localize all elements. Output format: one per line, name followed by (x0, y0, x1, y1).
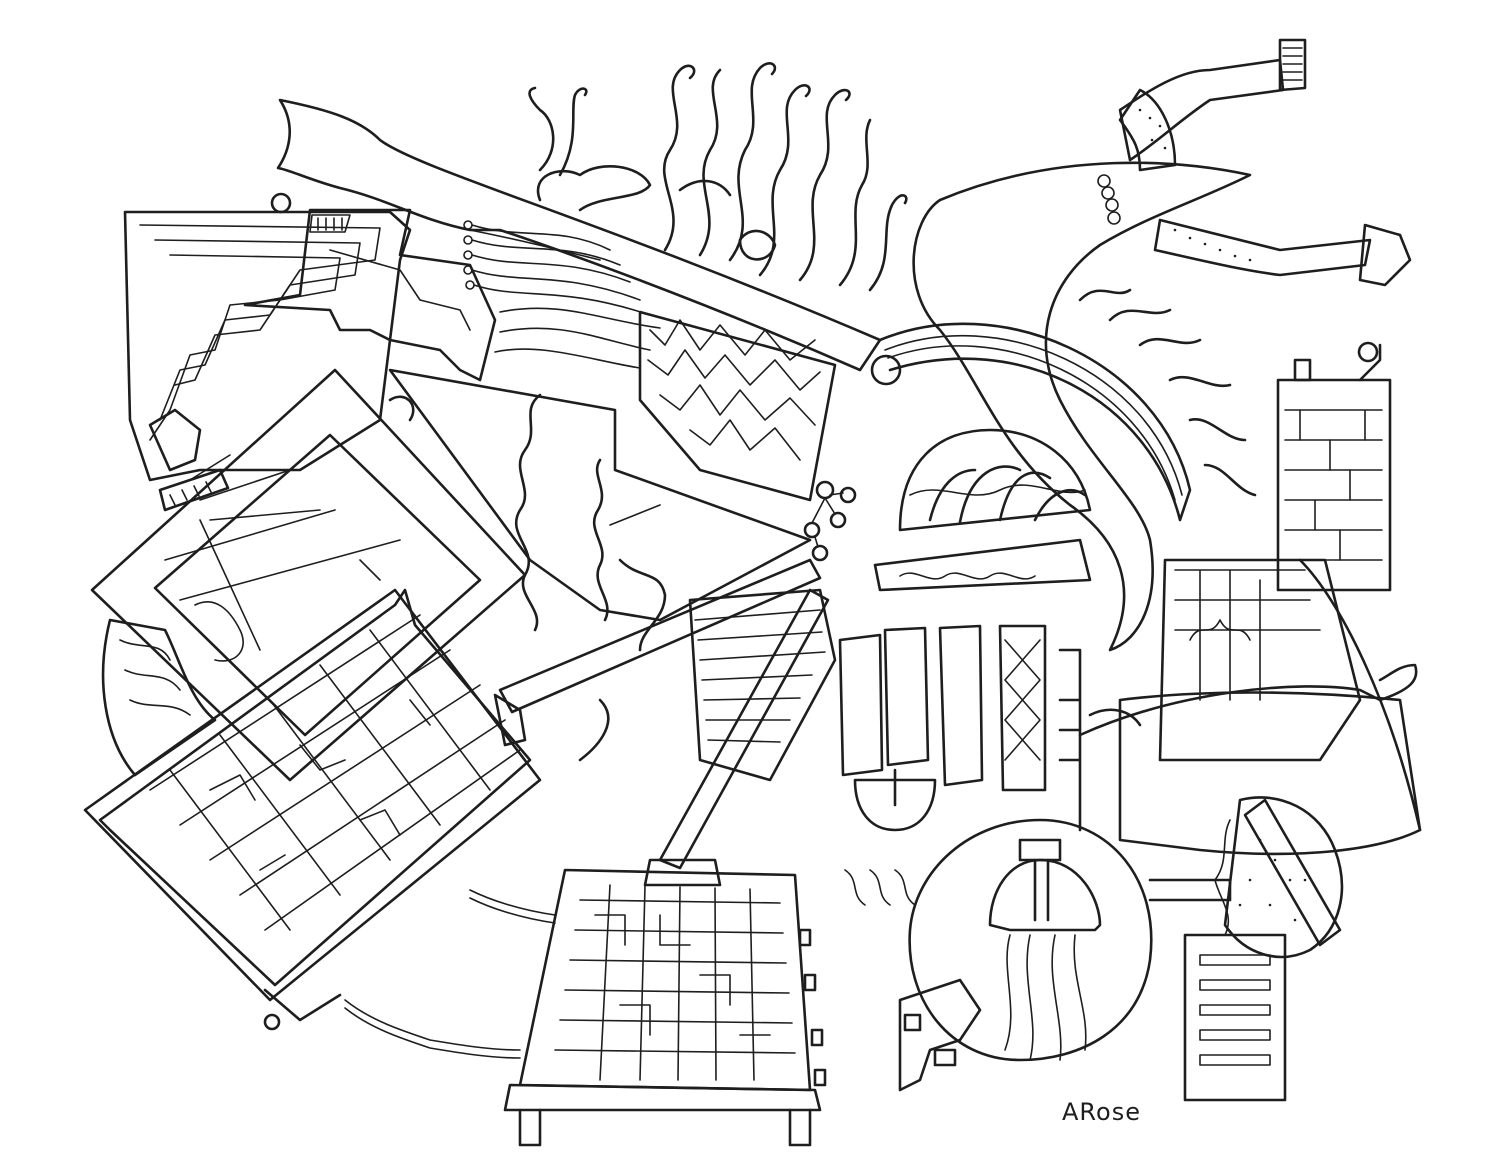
twisted-chain (344, 889, 556, 1059)
ribbon-banner (270, 98, 902, 386)
zigzag-panel (638, 310, 837, 502)
tilted-hollow-frame (90, 368, 527, 782)
striped-box (1183, 933, 1287, 1102)
curved-hull (1118, 558, 1422, 856)
long-handle (643, 588, 830, 887)
dome-shell (873, 428, 1092, 592)
maze-tablet-bottom (503, 868, 827, 1147)
sail-roof-building (1078, 558, 1418, 762)
molecule-balls (803, 480, 857, 562)
brush-head (1148, 796, 1344, 959)
pillar-row (838, 624, 1047, 832)
stipple-dots (1138, 108, 1252, 262)
artist-signature: ARose (1062, 1098, 1141, 1126)
pole-bar (493, 558, 822, 747)
ring-waterfall (908, 648, 1153, 1062)
scallops (1088, 619, 1251, 727)
cloud-column (388, 393, 667, 762)
left-stepped-panel (123, 210, 412, 512)
slat-stack (688, 588, 837, 782)
crescent-moon (912, 161, 1252, 652)
stepped-blocks (844, 869, 982, 1092)
stepped-shield (243, 208, 497, 382)
right-tower (1276, 341, 1392, 592)
maze-tablet-left (83, 588, 542, 1031)
fringed-sleeves (1118, 38, 1412, 287)
seaweed-tendrils (528, 62, 908, 292)
arc-rainbow (878, 288, 1257, 522)
sloped-panel (388, 368, 812, 622)
